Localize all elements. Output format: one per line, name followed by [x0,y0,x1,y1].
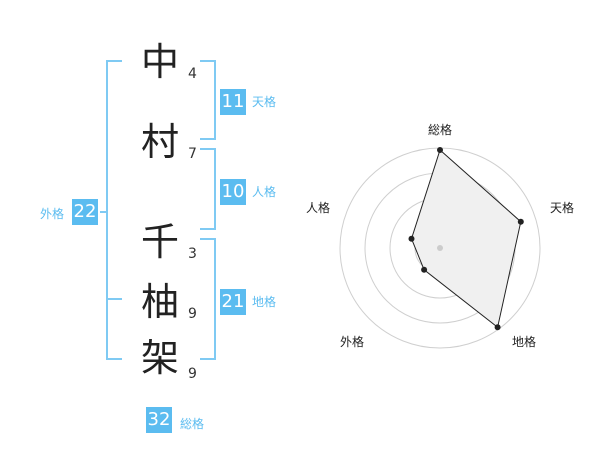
gaikaku-value: 22 [72,199,98,225]
axis-label-soukaku: 総格 [428,122,452,137]
radar-center [437,245,443,251]
radar-point-2 [494,324,501,331]
name-char-1: 中 [140,40,179,84]
stroke-count-1: 4 [188,66,197,82]
name-char-2: 村 [140,120,179,164]
stroke-count-2: 7 [188,146,197,162]
radar-point-3 [421,266,428,273]
tenkaku-value: 11 [220,89,246,115]
name-char-4: 柚 [140,280,179,324]
stroke-count-4: 9 [188,306,197,322]
axis-label-chikaku: 地格 [512,334,536,349]
name-char-5: 架 [140,336,179,380]
gaikaku-bracket-tick [106,298,122,300]
gaikaku-bracket [106,60,122,360]
axis-label-tenkaku: 天格 [550,200,574,215]
tenkaku-label: 天格 [252,95,277,109]
name-char-3: 千 [140,220,179,264]
radar-points [408,147,524,331]
chikaku-label: 地格 [252,295,277,309]
radar-point-0 [437,147,443,153]
radar-point-1 [517,218,524,225]
jinkaku-value: 10 [220,179,246,205]
jinkaku-label: 人格 [252,185,277,199]
chikaku-value: 21 [220,289,246,315]
stroke-count-5: 9 [188,366,197,382]
chikaku-bracket [200,238,216,360]
stroke-count-3: 3 [188,246,197,262]
soukaku-label: 総格 [180,417,205,431]
radar-point-4 [408,235,415,242]
radar-area [410,149,522,329]
tenkaku-bracket [200,60,216,140]
jinkaku-bracket [200,148,216,230]
axis-label-gaikaku: 外格 [340,334,364,349]
axis-label-jinkaku: 人格 [306,200,330,215]
gaikaku-connector [100,211,106,213]
soukaku-value: 32 [146,407,172,433]
gaikaku-label: 外格 [40,207,65,221]
radar-chart: 総格 天格 地格 外格 人格 [306,122,574,349]
